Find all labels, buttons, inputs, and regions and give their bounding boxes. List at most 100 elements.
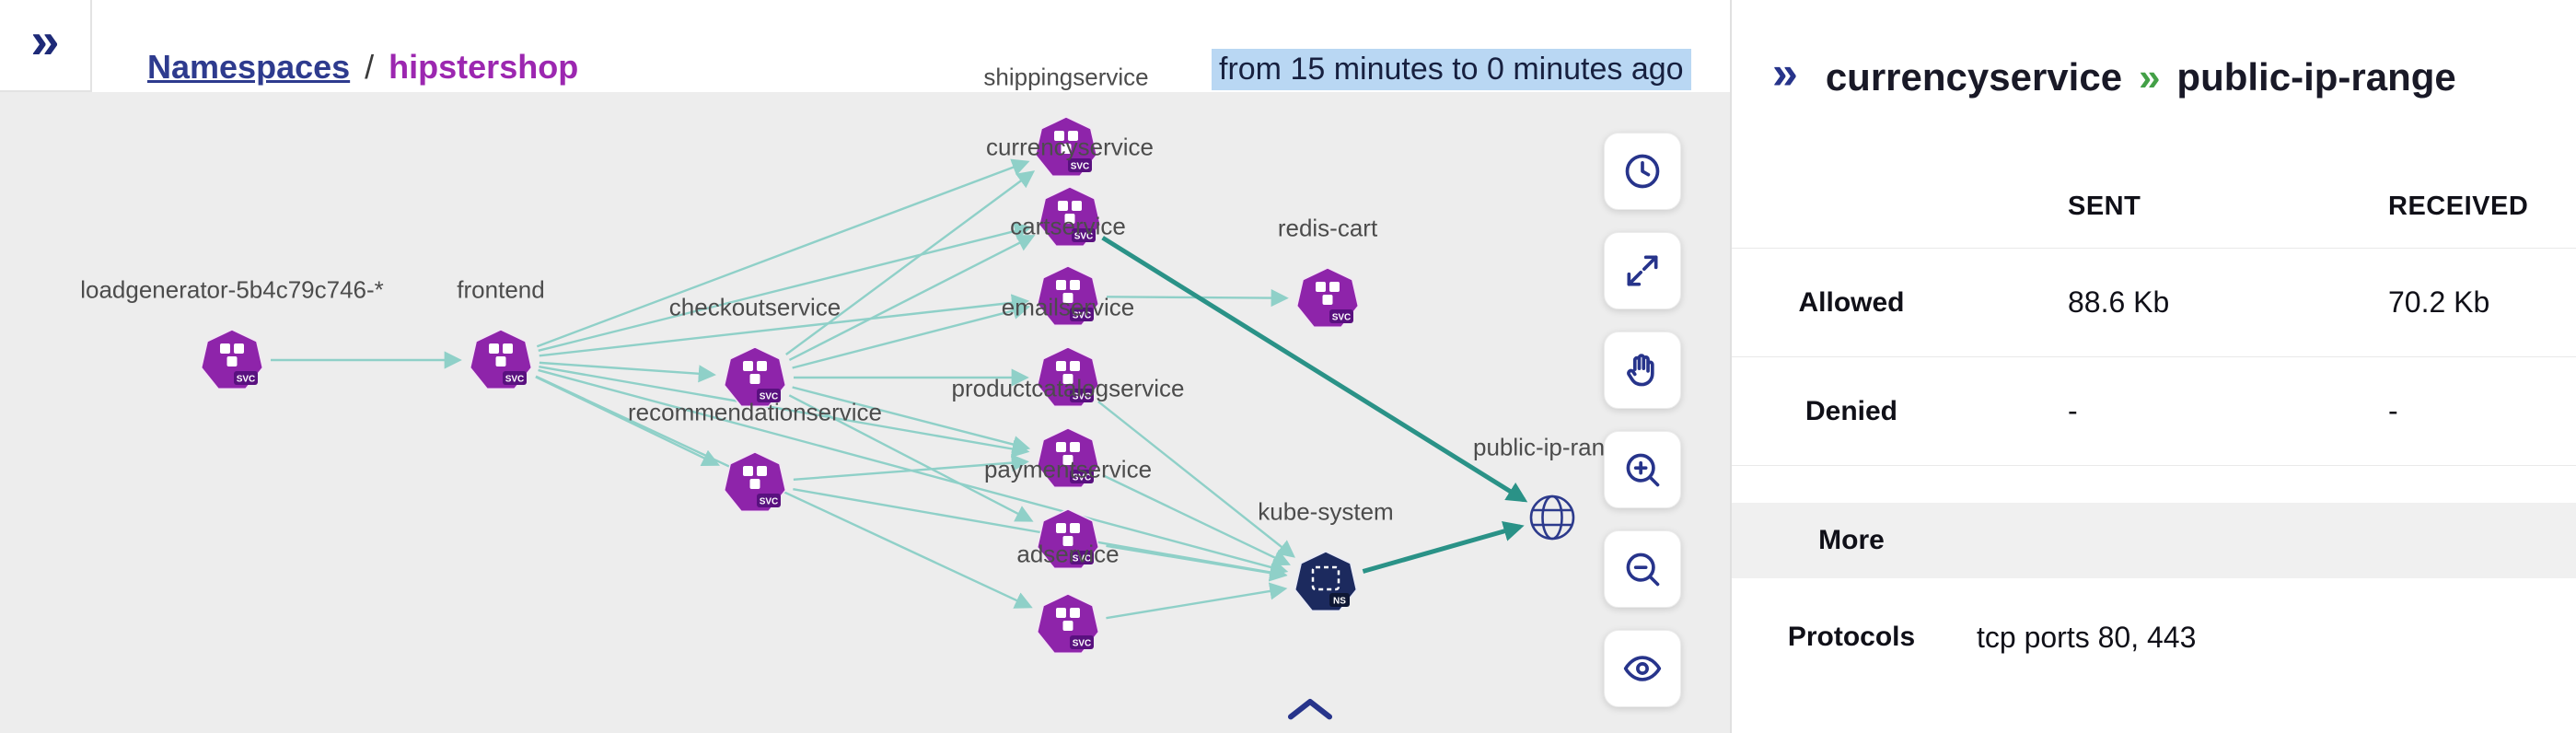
breadcrumb-namespaces-link[interactable]: Namespaces	[147, 48, 351, 86]
map-node-kube-system[interactable]: NS	[1294, 551, 1358, 613]
denied-label: Denied	[1804, 395, 1898, 426]
zoom-in-button[interactable]	[1604, 431, 1681, 508]
protocols-label: Protocols	[1787, 622, 1916, 652]
map-edge-frontend-to-cartservice[interactable]	[539, 294, 1030, 357]
map-node-productcatalogservice[interactable]: SVC	[1036, 427, 1100, 490]
zoom-out-button[interactable]	[1604, 530, 1681, 608]
service-map-nodes: SVC loadgenerator-5b4c79c746-* SVC front…	[0, 64, 1730, 733]
svg-text:SVC: SVC	[760, 497, 779, 507]
map-node-currencyservice[interactable]: SVC	[1038, 186, 1102, 249]
map-node-label-recommendationservice: recommendationservice	[627, 398, 883, 426]
map-node-checkoutservice[interactable]: SVC	[723, 346, 787, 409]
map-edge-checkoutservice-to-shippingservice[interactable]	[785, 170, 1036, 355]
map-node-adservice[interactable]: SVC	[1036, 593, 1100, 656]
green-double-chevron-icon: »	[2139, 55, 2161, 99]
map-edge-frontend-to-checkoutservice[interactable]	[539, 361, 716, 383]
map-node-label-kube-system: kube-system	[1258, 497, 1394, 526]
visibility-button[interactable]	[1604, 630, 1681, 707]
map-edge-currencyservice-to-public-ip-range[interactable]	[1101, 236, 1528, 503]
connection-title: currencyservice » public-ip-range	[1826, 55, 2456, 99]
service-heptagon-icon: SVC	[200, 329, 264, 390]
service-heptagon-icon: SVC	[1295, 267, 1360, 328]
allowed-sent-value: 88.6 Kb	[2068, 285, 2170, 319]
map-edge-adservice-to-kube-system[interactable]	[1106, 582, 1288, 620]
namespace-heptagon-icon: NS	[1294, 551, 1358, 611]
breadcrumb-current-namespace: hipstershop	[389, 48, 579, 86]
service-heptagon-icon: SVC	[1038, 186, 1102, 247]
svg-text:SVC: SVC	[1074, 232, 1094, 242]
map-toolbar	[1604, 133, 1681, 707]
map-edge-kube-system-to-public-ip-range[interactable]	[1362, 520, 1525, 574]
map-node-frontend[interactable]: SVC	[469, 329, 533, 391]
map-node-label-loadgenerator: loadgenerator-5b4c79c746-*	[80, 275, 384, 304]
target-service-name: public-ip-range	[2176, 55, 2456, 99]
denied-row: Denied - -	[1732, 357, 2576, 466]
denied-sent-value: -	[2068, 394, 2078, 427]
map-edge-frontend-to-shippingservice[interactable]	[536, 158, 1030, 348]
service-heptagon-icon: SVC	[469, 329, 533, 390]
map-node-shippingservice[interactable]: SVC	[1034, 116, 1098, 179]
svg-text:SVC: SVC	[1073, 473, 1092, 483]
svg-text:SVC: SVC	[1073, 392, 1092, 402]
map-edge-recommendationservice-to-kube-system[interactable]	[793, 488, 1288, 581]
service-heptagon-icon: SVC	[1036, 508, 1100, 569]
service-heptagon-icon: SVC	[1036, 593, 1100, 654]
protocols-row: Protocols tcp ports 80, 443	[1732, 578, 2576, 687]
service-map-canvas[interactable]: SVC loadgenerator-5b4c79c746-* SVC front…	[0, 64, 1730, 733]
map-node-label-checkoutservice: checkoutservice	[668, 293, 841, 321]
world-globe-icon	[1529, 494, 1575, 541]
chevron-up-icon	[1287, 698, 1333, 720]
map-edge-checkoutservice-to-paymentservice[interactable]	[788, 394, 1034, 522]
map-edge-productcatalogservice-to-kube-system[interactable]	[1102, 474, 1291, 566]
service-heptagon-icon: SVC	[1036, 427, 1100, 488]
fullscreen-button[interactable]	[1604, 232, 1681, 309]
map-node-label-adservice: adservice	[1016, 540, 1120, 568]
fullscreen-expand-icon	[1627, 255, 1658, 286]
map-topbar: » Namespaces / hipstershop from 15 minut…	[0, 0, 1730, 92]
map-edge-checkoutservice-to-productcatalogservice[interactable]	[792, 386, 1031, 453]
service-heptagon-icon: SVC	[1036, 346, 1100, 407]
svg-text:SVC: SVC	[237, 375, 256, 385]
zoom-in-icon	[1626, 453, 1660, 487]
more-section-header[interactable]: More	[1732, 503, 2576, 578]
map-edge-checkoutservice-to-currencyservice[interactable]	[788, 235, 1036, 362]
service-heptagon-icon: SVC	[723, 346, 787, 407]
map-edge-paymentservice-to-kube-system[interactable]	[1106, 544, 1288, 582]
map-edge-frontend-to-productcatalogservice[interactable]	[539, 366, 1030, 458]
breadcrumb: Namespaces / hipstershop	[147, 48, 578, 87]
map-node-label-shippingservice: shippingservice	[983, 63, 1149, 91]
pan-button[interactable]	[1604, 332, 1681, 409]
map-edge-frontend-to-currencyservice[interactable]	[538, 222, 1033, 352]
svg-text:SVC: SVC	[760, 392, 779, 402]
svg-text:SVC: SVC	[1071, 162, 1090, 172]
map-node-label-productcatalogservice: productcatalogservice	[951, 374, 1185, 402]
source-service-name: currencyservice	[1825, 55, 2123, 99]
map-node-label-cartservice: cartservice	[1010, 212, 1126, 240]
map-node-loadgenerator[interactable]: SVC	[200, 329, 264, 391]
sidebar-expand-button[interactable]: »	[0, 0, 92, 92]
allowed-received-value: 70.2 Kb	[2388, 285, 2490, 319]
map-node-paymentservice[interactable]: SVC	[1036, 508, 1100, 571]
hand-pan-icon	[1627, 354, 1654, 387]
traffic-table-header-row: SENT RECEIVED	[1732, 166, 2576, 249]
map-edge-checkoutservice-to-cartservice[interactable]	[792, 302, 1031, 369]
svg-text:NS: NS	[1333, 597, 1346, 607]
service-heptagon-icon: SVC	[723, 451, 787, 512]
map-node-redis-cart[interactable]: SVC	[1295, 267, 1360, 330]
map-edge-recommendationservice-to-productcatalogservice[interactable]	[793, 454, 1029, 481]
map-node-public-ip-range[interactable]	[1521, 486, 1584, 549]
map-node-emailservice[interactable]: SVC	[1036, 346, 1100, 409]
allowed-label: Allowed	[1798, 286, 1905, 318]
received-column-header: RECEIVED	[2388, 192, 2529, 221]
map-node-cartservice[interactable]: SVC	[1036, 265, 1100, 328]
map-edge-emailservice-to-kube-system[interactable]	[1097, 401, 1295, 558]
panel-collapse-icon[interactable]: »	[1772, 47, 1798, 99]
bottom-panel-collapse-button[interactable]	[1278, 687, 1342, 729]
time-range-label[interactable]: from 15 minutes to 0 minutes ago	[1212, 49, 1691, 90]
map-node-label-redis-cart: redis-cart	[1277, 214, 1378, 242]
protocols-value: tcp ports 80, 443	[1977, 620, 2197, 654]
time-filter-button[interactable]	[1604, 133, 1681, 210]
map-node-recommendationservice[interactable]: SVC	[723, 451, 787, 514]
svg-text:SVC: SVC	[1332, 313, 1352, 323]
